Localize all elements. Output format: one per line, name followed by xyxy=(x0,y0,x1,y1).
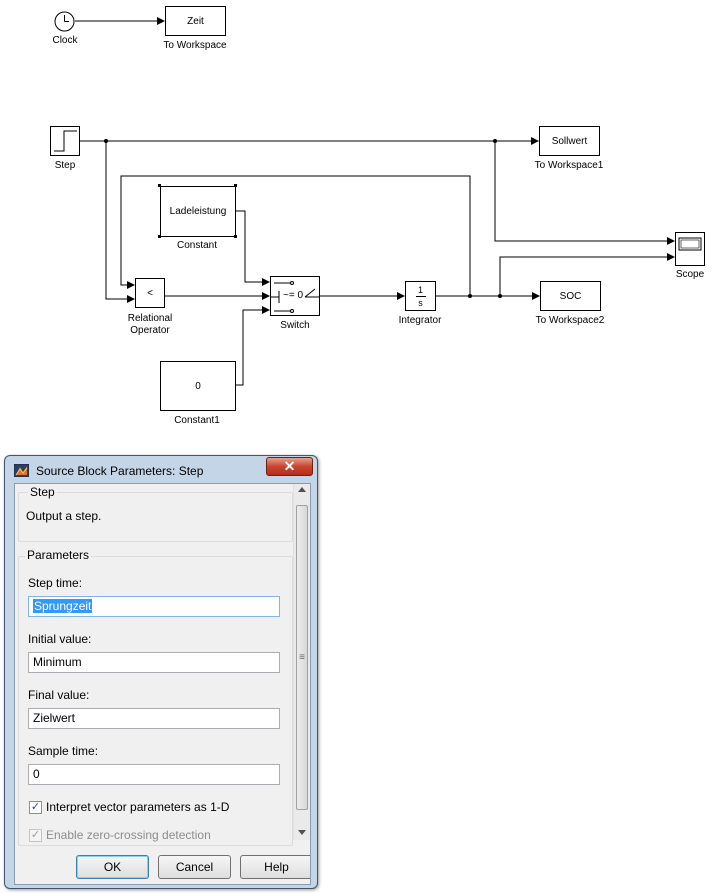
ok-button[interactable]: OK xyxy=(76,855,149,879)
sample-time-input[interactable]: 0 xyxy=(28,764,280,785)
interpret-vector-checkbox[interactable]: ✓ xyxy=(29,801,42,814)
line-feedback-relop xyxy=(120,175,471,296)
scroll-grip-icon: ≡ xyxy=(299,652,305,663)
parameters-group-title: Parameters xyxy=(25,548,92,562)
step-group-title: Step xyxy=(28,485,57,499)
to-workspace1-block[interactable]: Sollwert xyxy=(539,126,600,156)
parameters-groupbox xyxy=(18,556,293,846)
step-time-input[interactable]: Sprungzeit xyxy=(28,596,280,617)
switch-icon xyxy=(271,281,319,313)
integrator-label: Integrator xyxy=(398,315,442,326)
scroll-thumb[interactable]: ≡ xyxy=(296,505,308,810)
scope-block[interactable] xyxy=(675,232,705,266)
matlab-icon xyxy=(14,464,29,477)
fraction-bar xyxy=(415,295,426,297)
to-workspace2-block[interactable]: SOC xyxy=(540,281,601,311)
vertical-scrollbar[interactable]: ≡ xyxy=(293,484,310,840)
integrator-numerator: 1 xyxy=(417,284,423,295)
scroll-up-icon[interactable] xyxy=(298,487,306,492)
constant1-block[interactable]: 0 xyxy=(160,361,236,411)
block-parameters-dialog: Source Block Parameters: Step ✕ ≡ Step O… xyxy=(4,455,318,889)
relop-label-line2: Operator xyxy=(130,325,170,336)
to-workspace2-label: To Workspace2 xyxy=(535,315,605,326)
help-button[interactable]: Help xyxy=(240,855,310,879)
dialog-content: ≡ Step Output a step. Parameters Step ti… xyxy=(14,483,311,885)
scope-icon xyxy=(678,237,702,251)
step-block[interactable] xyxy=(50,126,80,156)
constant1-text: 0 xyxy=(195,380,201,392)
step-icon xyxy=(54,130,77,152)
relop-label-line1: Relational xyxy=(127,313,173,324)
close-icon: ✕ xyxy=(283,458,296,474)
sample-time-label: Sample time: xyxy=(28,744,99,758)
selection-handle xyxy=(234,235,237,238)
step-groupbox xyxy=(18,492,293,542)
zero-crossing-label: Enable zero-crossing detection xyxy=(46,828,211,842)
to-workspace-zeit-block[interactable]: Zeit xyxy=(165,6,226,36)
to-workspace-label: To Workspace xyxy=(163,40,227,51)
selection-handle xyxy=(158,184,161,187)
clock-icon xyxy=(54,11,75,32)
scroll-down-icon[interactable] xyxy=(298,830,306,835)
integrator-block[interactable]: 1 s xyxy=(405,281,436,311)
clock-label: Clock xyxy=(52,35,78,46)
model-canvas[interactable]: Clock Zeit To Workspace Step Sollwert To… xyxy=(0,0,712,440)
initial-value-label: Initial value: xyxy=(28,632,92,646)
interpret-vector-label: Interpret vector parameters as 1-D xyxy=(46,800,230,814)
clock-block[interactable] xyxy=(54,11,75,32)
relop-text: < xyxy=(147,287,153,299)
line-integrator-scope xyxy=(499,253,675,296)
to-workspace1-label: To Workspace1 xyxy=(534,160,604,171)
initial-value-input[interactable]: Minimum xyxy=(28,652,280,673)
step-time-label: Step time: xyxy=(28,576,83,590)
constant-text: Ladeleistung xyxy=(169,206,227,217)
line-step-relop xyxy=(105,141,135,303)
constant-label: Constant xyxy=(176,240,218,251)
close-button[interactable]: ✕ xyxy=(266,457,313,476)
scope-label: Scope xyxy=(675,269,705,280)
step-time-value: Sprungzeit xyxy=(33,599,93,613)
step-label: Step xyxy=(54,160,76,171)
final-value-label: Final value: xyxy=(28,688,90,702)
constant1-label: Constant1 xyxy=(174,415,220,426)
signal-lines xyxy=(75,17,675,386)
line-step-scope xyxy=(494,141,675,245)
switch-label: Switch xyxy=(280,320,310,331)
line-constant-switch xyxy=(236,210,270,286)
sollwert-text: Sollwert xyxy=(551,135,588,147)
selection-handle xyxy=(158,235,161,238)
integrator-denominator: s xyxy=(418,297,423,308)
line-constant1-switch xyxy=(236,306,270,386)
step-description: Output a step. xyxy=(26,509,102,523)
constant-block[interactable]: Ladeleistung xyxy=(160,186,236,237)
zero-crossing-checkbox[interactable]: ✓ xyxy=(29,829,42,842)
cancel-button[interactable]: Cancel xyxy=(158,855,231,879)
final-value-input[interactable]: Zielwert xyxy=(28,708,280,729)
zeit-text: Zeit xyxy=(187,15,204,27)
switch-text: ~= 0 xyxy=(283,290,304,301)
selection-handle xyxy=(234,184,237,187)
switch-block[interactable]: ~= 0 xyxy=(270,276,320,316)
relational-operator-block[interactable]: < xyxy=(135,278,165,308)
dialog-titlebar[interactable]: Source Block Parameters: Step ✕ xyxy=(5,456,317,484)
dialog-title: Source Block Parameters: Step xyxy=(36,464,204,478)
soc-text: SOC xyxy=(559,290,582,302)
